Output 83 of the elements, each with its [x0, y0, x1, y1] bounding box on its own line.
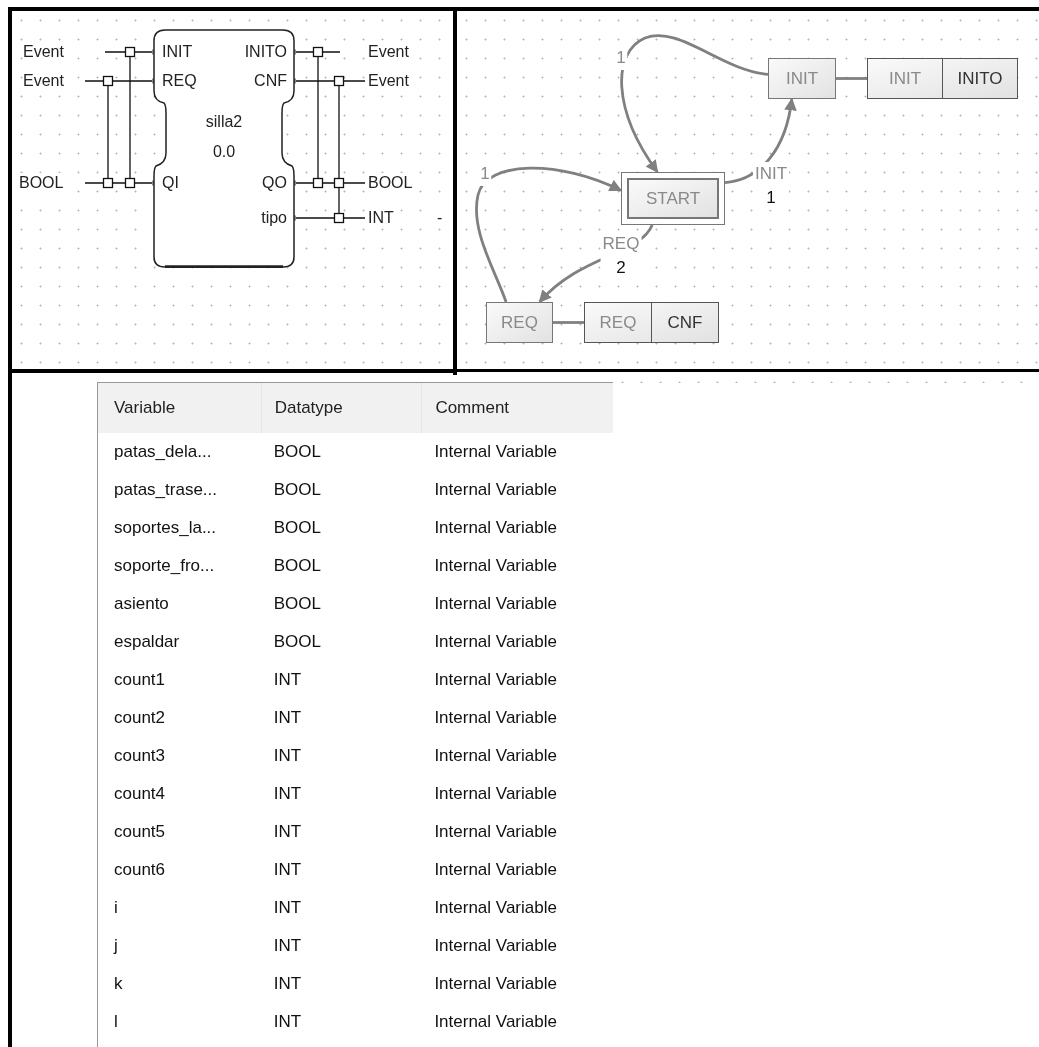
table-cell-text: count1	[113, 669, 167, 692]
table-cell-text: Internal Variable	[433, 555, 558, 578]
state-box	[486, 302, 553, 343]
data-type-label: BOOL	[19, 173, 64, 193]
action-box	[867, 58, 1018, 99]
connector-line	[553, 321, 584, 324]
table-cell-text: Internal Variable	[433, 631, 558, 654]
state-box	[768, 58, 836, 99]
transition-arrow	[620, 34, 769, 174]
algorithm-name: REQ	[598, 311, 638, 334]
transition-arrow	[475, 166, 623, 303]
table-cell-text: Internal Variable	[433, 1011, 558, 1034]
table-cell-text: soporte_fro...	[113, 555, 216, 578]
table-cell-text: soportes_la...	[113, 517, 218, 540]
output-event: INITO	[942, 59, 1017, 98]
data-type-label: BOOL	[368, 173, 413, 193]
table-cell-text: Internal Variable	[433, 973, 558, 996]
table-cell-text: j	[112, 935, 119, 958]
column-header: Comment	[421, 383, 613, 433]
table-cell-text: BOOL	[272, 441, 322, 464]
state-name: REQ	[501, 311, 538, 334]
table-cell-text: INT	[272, 669, 303, 692]
table-cell-text: INT	[272, 821, 303, 844]
table-cell-text: Internal Variable	[433, 441, 558, 464]
table-cell-text: BOOL	[272, 593, 322, 616]
data-type-label: Event	[23, 42, 64, 62]
table-cell-text: espaldar	[113, 631, 181, 654]
initial-state-box	[621, 172, 725, 225]
data-type-label: Event	[368, 42, 409, 62]
table-cell-text: INT	[272, 897, 303, 920]
table-cell-text: Internal Variable	[433, 745, 558, 768]
block-version: 0.0	[211, 142, 237, 162]
table-cell-text: Internal Variable	[433, 783, 558, 806]
table-cell-text: i	[113, 897, 119, 920]
table-cell-text: INT	[272, 973, 303, 996]
table-cell-text: k	[113, 973, 124, 996]
table-cell-text: patas_trase...	[113, 479, 218, 502]
table-cell-text: BOOL	[272, 555, 322, 578]
table-cell-text: Internal Variable	[433, 897, 558, 920]
table-cell-text: l	[113, 1011, 119, 1034]
port-name: INITO	[244, 42, 287, 62]
table-cell-text: Internal Variable	[433, 859, 558, 882]
table-cell-text: count3	[113, 745, 167, 768]
port-name: INIT	[162, 42, 193, 62]
edge-label: INIT 1	[752, 162, 790, 210]
table-cell-text: count6	[113, 859, 167, 882]
table-cell-text: count2	[113, 707, 167, 730]
port-name: CNF	[254, 71, 287, 91]
table-cell-text: asiento	[113, 593, 170, 616]
table-cell-text: INT	[272, 707, 303, 730]
table-cell-text: BOOL	[272, 631, 322, 654]
port-name: REQ	[162, 71, 197, 91]
table-cell-text: Internal Variable	[433, 669, 558, 692]
table-cell-text: count4	[113, 783, 167, 806]
table-cell-text: Internal Variable	[433, 479, 558, 502]
connector-line	[836, 77, 867, 80]
table-cell-text: INT	[272, 783, 303, 806]
table-cell-text: Internal Variable	[433, 517, 558, 540]
table-cell-text: Internal Variable	[433, 935, 558, 958]
function-block	[153, 29, 295, 268]
column-header: Variable	[113, 397, 177, 420]
table-cell-text: INT	[272, 745, 303, 768]
state-name: START	[627, 178, 719, 219]
table-cell-text: Internal Variable	[433, 707, 558, 730]
table-cell-text: count5	[113, 821, 167, 844]
table-cell-text: INT	[272, 859, 303, 882]
transition-arrow	[724, 97, 797, 184]
table-cell-text: INT	[272, 935, 303, 958]
table-cell-text: INT	[272, 1011, 303, 1034]
block-name: silla2	[204, 112, 244, 132]
table-cell-text: BOOL	[272, 517, 322, 540]
table-cell-text: Internal Variable	[433, 593, 558, 616]
port-name: QO	[262, 173, 287, 193]
port-name: QI	[162, 173, 179, 193]
port-name: tipo	[261, 208, 287, 228]
state-name: INIT	[785, 67, 819, 90]
table-cell-text: BOOL	[272, 479, 322, 502]
column-header: Datatype	[260, 383, 422, 433]
action-box	[584, 302, 719, 343]
table-cell-text: Internal Variable	[433, 821, 558, 844]
table-cell-text: patas_dela...	[113, 441, 213, 464]
algorithm-name: INIT	[887, 67, 923, 90]
output-event: CNF	[651, 303, 718, 342]
